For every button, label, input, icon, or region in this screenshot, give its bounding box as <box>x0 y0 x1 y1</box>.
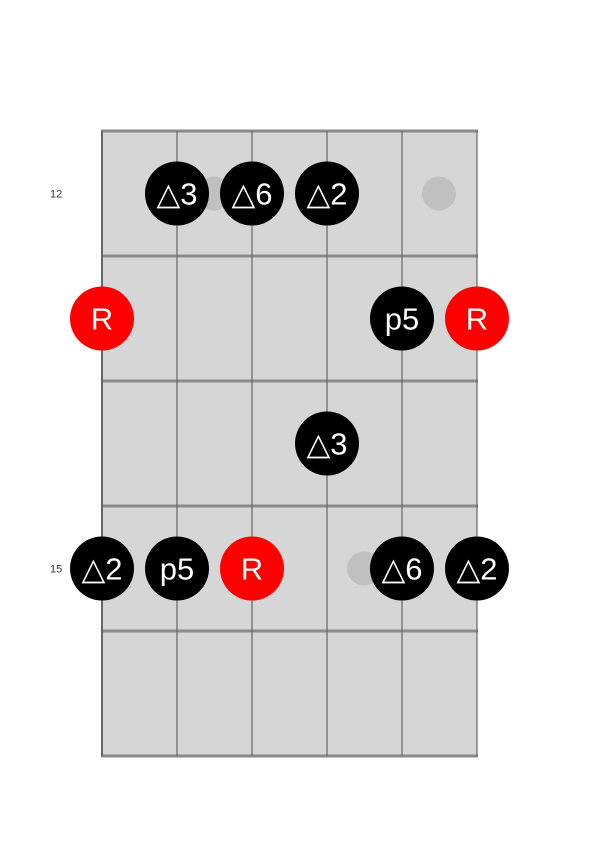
note-circle <box>445 286 509 351</box>
note-label: △3 <box>156 177 197 212</box>
note-circle <box>70 536 134 601</box>
note-label: R <box>466 302 488 337</box>
fret-wire <box>101 129 478 133</box>
note-circle <box>295 411 359 476</box>
note-circle <box>220 161 284 226</box>
note-circle <box>295 161 359 226</box>
fret-wire <box>101 629 478 633</box>
fret-wire <box>101 254 478 258</box>
fret-wire <box>101 754 478 758</box>
note-circle <box>70 286 134 351</box>
note-label: △2 <box>306 177 347 212</box>
note-label: △2 <box>81 552 122 587</box>
string-line <box>176 131 178 756</box>
interval-note-marker: △6 <box>220 161 284 226</box>
root-note-marker: R <box>220 536 284 601</box>
interval-note-marker: △2 <box>70 536 134 601</box>
fret-wires <box>101 129 478 758</box>
note-circle <box>145 161 209 226</box>
interval-note-marker: p5 <box>145 536 209 601</box>
root-note-marker: R <box>70 286 134 351</box>
interval-note-marker: p5 <box>370 286 434 351</box>
note-circle <box>220 536 284 601</box>
string-line <box>476 131 478 756</box>
interval-note-marker: △3 <box>145 161 209 226</box>
string-line <box>401 131 403 756</box>
note-label: △2 <box>456 552 497 587</box>
note-circle <box>445 536 509 601</box>
interval-note-marker: △3 <box>295 411 359 476</box>
string-line <box>101 131 103 756</box>
interval-note-marker: △2 <box>295 161 359 226</box>
fret-numbers: 12 15 <box>50 189 62 576</box>
note-label: R <box>91 302 113 337</box>
note-label: R <box>241 552 263 587</box>
interval-note-marker: △2 <box>445 536 509 601</box>
ghost-dot <box>422 176 456 211</box>
note-label: p5 <box>160 552 194 587</box>
note-circle <box>370 536 434 601</box>
string-line <box>251 131 253 756</box>
note-label: △3 <box>306 427 347 462</box>
fret-wire <box>101 379 478 383</box>
root-note-marker: R <box>445 286 509 351</box>
note-circle <box>370 286 434 351</box>
fret-number: 12 <box>50 189 62 201</box>
interval-note-marker: △6 <box>370 536 434 601</box>
board-rect <box>102 131 477 756</box>
note-label: p5 <box>385 302 419 337</box>
note-label: △6 <box>231 177 272 212</box>
note-label: △6 <box>381 552 422 587</box>
note-circle <box>145 536 209 601</box>
fret-number: 15 <box>50 564 62 576</box>
fretboard-background <box>102 131 477 756</box>
fret-wire <box>101 504 478 508</box>
